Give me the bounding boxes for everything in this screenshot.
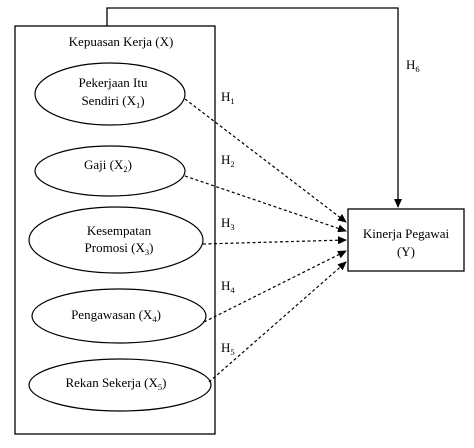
hypothesis-label-h6: H6 <box>406 57 420 74</box>
hypothesis-label-h1: H1 <box>221 89 235 106</box>
variable-x5-label: Rekan Sekerja (X5) <box>65 375 166 392</box>
arrow-h5 <box>208 261 347 383</box>
variable-x4-ellipse <box>31 288 207 344</box>
container-title: Kepuasan Kerja (X) <box>69 34 174 49</box>
target-label-line2: (Y) <box>397 244 415 259</box>
hypothesis-label-h5: H5 <box>221 340 235 357</box>
variable-x4-label: Pengawasan (X4) <box>71 307 161 324</box>
variable-x3-label-line2: Promosi (X3) <box>85 240 154 257</box>
kinerja-pegawai-box <box>347 208 465 272</box>
hypothesis-label-h2: H2 <box>221 152 235 169</box>
variable-x2-label: Gaji (X2) <box>84 157 132 174</box>
kepuasan-kerja-container <box>14 25 216 435</box>
target-label-line1: Kinerja Pegawai <box>363 226 450 241</box>
variable-x3-label-line1: Kesempatan <box>87 223 152 238</box>
variable-x1-ellipse <box>34 62 186 126</box>
variable-x1-label-line1: Pekerjaan Itu <box>79 75 148 90</box>
arrow-h3 <box>202 236 347 245</box>
hypothesis-label-h3: H3 <box>221 215 235 232</box>
variable-x3-ellipse <box>28 206 204 274</box>
variable-x1-label-line2: Sendiri (X1) <box>81 93 144 110</box>
hypothesis-label-h4: H4 <box>221 278 235 295</box>
arrow-h4 <box>203 250 347 323</box>
variable-x5-ellipse <box>28 358 212 412</box>
variable-x2-ellipse <box>34 145 186 197</box>
arrow-h6 <box>106 7 402 208</box>
arrow-h1 <box>184 98 347 223</box>
arrow-h2 <box>184 175 347 233</box>
